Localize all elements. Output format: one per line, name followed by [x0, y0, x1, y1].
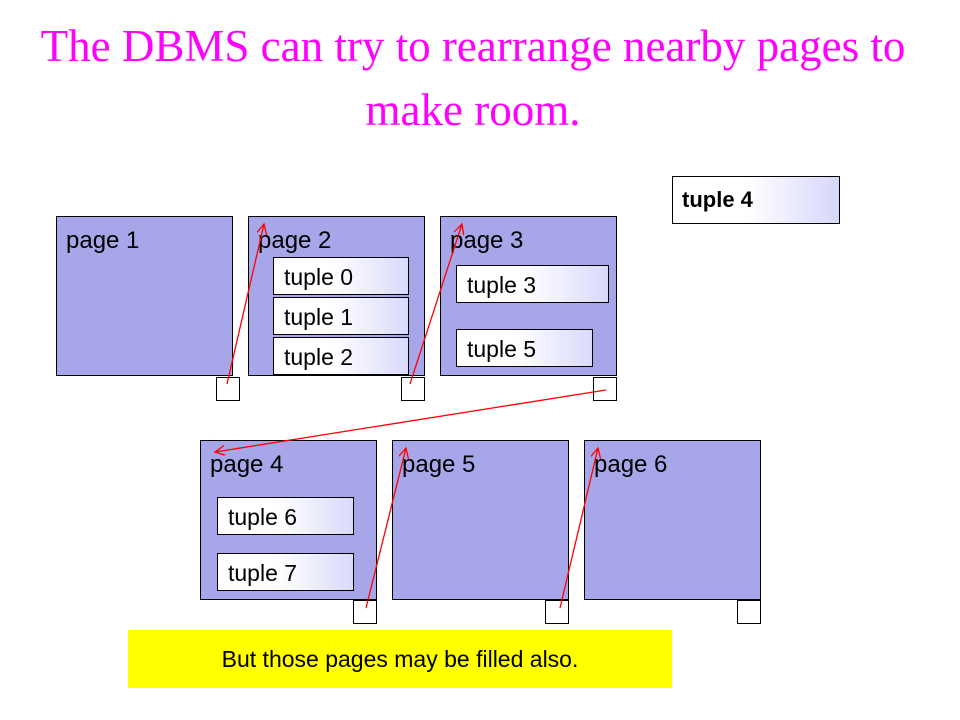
page-label: page 1: [66, 227, 140, 254]
tuple-box: tuple 1: [273, 297, 409, 335]
next-pointer-box: [737, 600, 761, 624]
page-label: page 3: [450, 227, 524, 254]
tuple-box: tuple 6: [217, 497, 354, 535]
caption-note: But those pages may be filled also.: [128, 630, 672, 688]
page-label: page 5: [402, 451, 476, 478]
page-label: page 4: [210, 451, 284, 478]
slide-title: The DBMS can try to rearrange nearby pag…: [40, 21, 906, 135]
page-5: page 5: [392, 440, 569, 600]
tuple-to-insert: tuple 4: [672, 176, 840, 224]
tuple-box: tuple 7: [217, 553, 354, 591]
next-pointer-box: [545, 600, 569, 624]
next-pointer-box: [593, 377, 617, 401]
page-1: page 1: [56, 216, 233, 376]
next-pointer-box: [353, 600, 377, 624]
page-4: page 4 tuple 6 tuple 7: [200, 440, 377, 600]
next-pointer-box: [216, 377, 240, 401]
tuple-box: tuple 0: [273, 257, 409, 295]
next-pointer-box: [401, 377, 425, 401]
page-3: page 3 tuple 3 tuple 5: [440, 216, 617, 376]
tuple-box: tuple 2: [273, 337, 409, 375]
tuple-box: tuple 3: [456, 265, 609, 303]
page-2: page 2 tuple 0 tuple 1 tuple 2: [248, 216, 425, 376]
page-label: page 2: [258, 227, 332, 254]
tuple-box: tuple 5: [456, 329, 593, 367]
page-6: page 6: [584, 440, 761, 600]
page-label: page 6: [594, 451, 668, 478]
